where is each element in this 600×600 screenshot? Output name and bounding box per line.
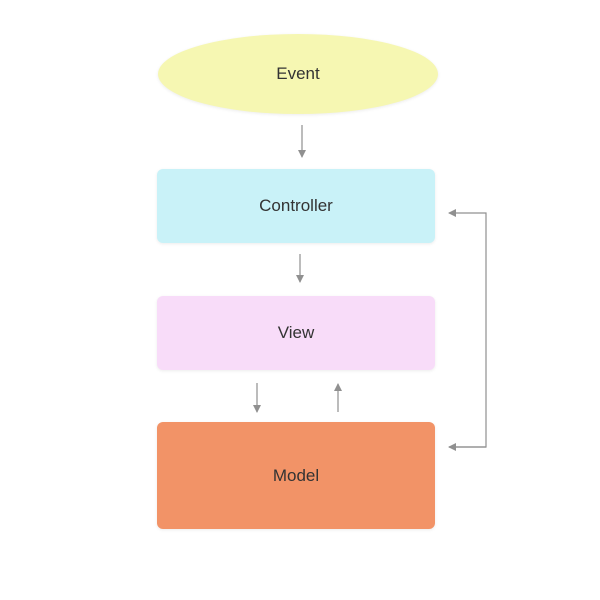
view-node[interactable]: View (157, 296, 435, 370)
controller-node[interactable]: Controller (157, 169, 435, 243)
view-node-label: View (277, 323, 315, 342)
event-node-label: Event (276, 64, 320, 83)
event-node[interactable]: Event (158, 34, 438, 114)
model-node[interactable]: Model (157, 422, 435, 529)
edge-model-to-controller (448, 209, 487, 448)
model-node-label: Model (272, 465, 320, 485)
controller-node-label: Controller (259, 196, 333, 215)
